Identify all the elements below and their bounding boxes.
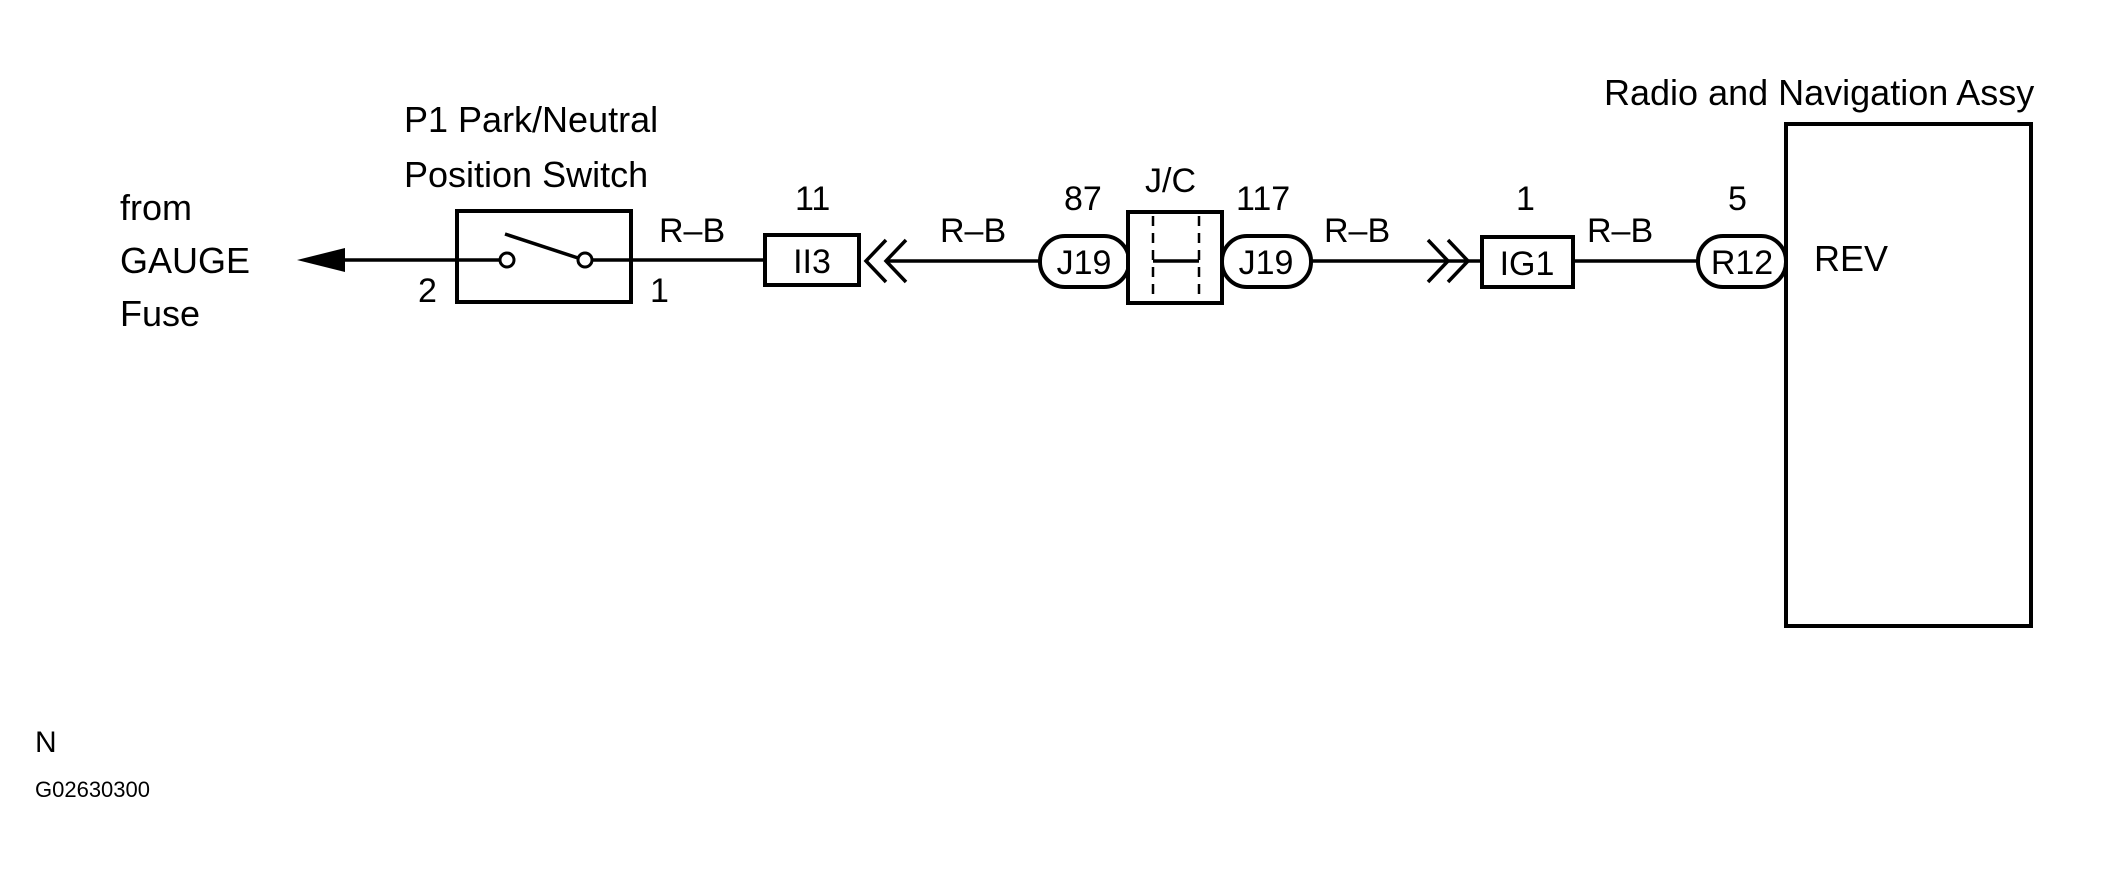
radio-terminal-rev: REV [1814, 238, 1888, 279]
connector-ii3-pin: 11 [795, 180, 830, 218]
source-arrow-icon [297, 248, 345, 272]
connector-ii3: 11 II3 [763, 180, 861, 287]
switch-contact-right-icon [576, 251, 594, 269]
wire-color-4: R–B [1587, 212, 1653, 250]
connector-ig1: 1 IG1 [1480, 180, 1575, 289]
source-label: from GAUGE Fuse [120, 187, 250, 334]
chevron-left-icon-1 [863, 238, 888, 284]
wire-color-1: R–B [659, 212, 725, 250]
chevron-right-icon-1 [1426, 238, 1451, 284]
connector-j19-left: 87 J19 [1038, 180, 1131, 289]
connector-ig1-pin: 1 [1516, 180, 1535, 218]
connector-j19-right: 117 J19 [1220, 180, 1313, 289]
connector-j19-left-label: J19 [1057, 244, 1112, 282]
connector-ii3-box [763, 233, 861, 287]
radio-body [1784, 122, 2033, 628]
footer-code: N [35, 726, 57, 759]
wire-color-2: R–B [940, 212, 1006, 250]
radio-navigation-assembly: Radio and Navigation Assy REV [1604, 72, 2034, 628]
connector-j19-right-label: J19 [1239, 244, 1294, 282]
connector-j19-right-pin: 117 [1236, 180, 1290, 218]
radio-title: Radio and Navigation Assy [1604, 72, 2034, 113]
chevron-right-icon-2 [1446, 238, 1471, 284]
junction-box [1126, 210, 1224, 305]
connector-ii3-label: II3 [793, 243, 831, 281]
park-neutral-switch: P1 Park/Neutral Position Switch 2 1 [404, 99, 669, 310]
junction-label: J/C [1145, 162, 1196, 200]
junction-connector: J/C [1126, 162, 1224, 305]
source-label-line-1: from [120, 187, 192, 228]
connector-r12: 5 R12 [1696, 180, 1788, 289]
switch-body [455, 209, 633, 304]
connector-r12-pin: 5 [1728, 180, 1747, 218]
connector-r12-label: R12 [1711, 244, 1773, 282]
figure-id: G02630300 [35, 777, 150, 802]
switch-blade-icon [504, 232, 579, 260]
switch-pin-left: 2 [418, 272, 437, 310]
switch-title-line-2: Position Switch [404, 154, 648, 195]
connector-j19-left-pin: 87 [1064, 180, 1102, 218]
switch-contact-left-icon [498, 251, 516, 269]
connector-ig1-label: IG1 [1500, 245, 1555, 283]
switch-pin-right: 1 [650, 272, 669, 310]
source-label-line-3: Fuse [120, 293, 200, 334]
source-label-line-2: GAUGE [120, 240, 250, 281]
switch-title-line-1: P1 Park/Neutral [404, 99, 658, 140]
wire-color-3: R–B [1324, 212, 1390, 250]
